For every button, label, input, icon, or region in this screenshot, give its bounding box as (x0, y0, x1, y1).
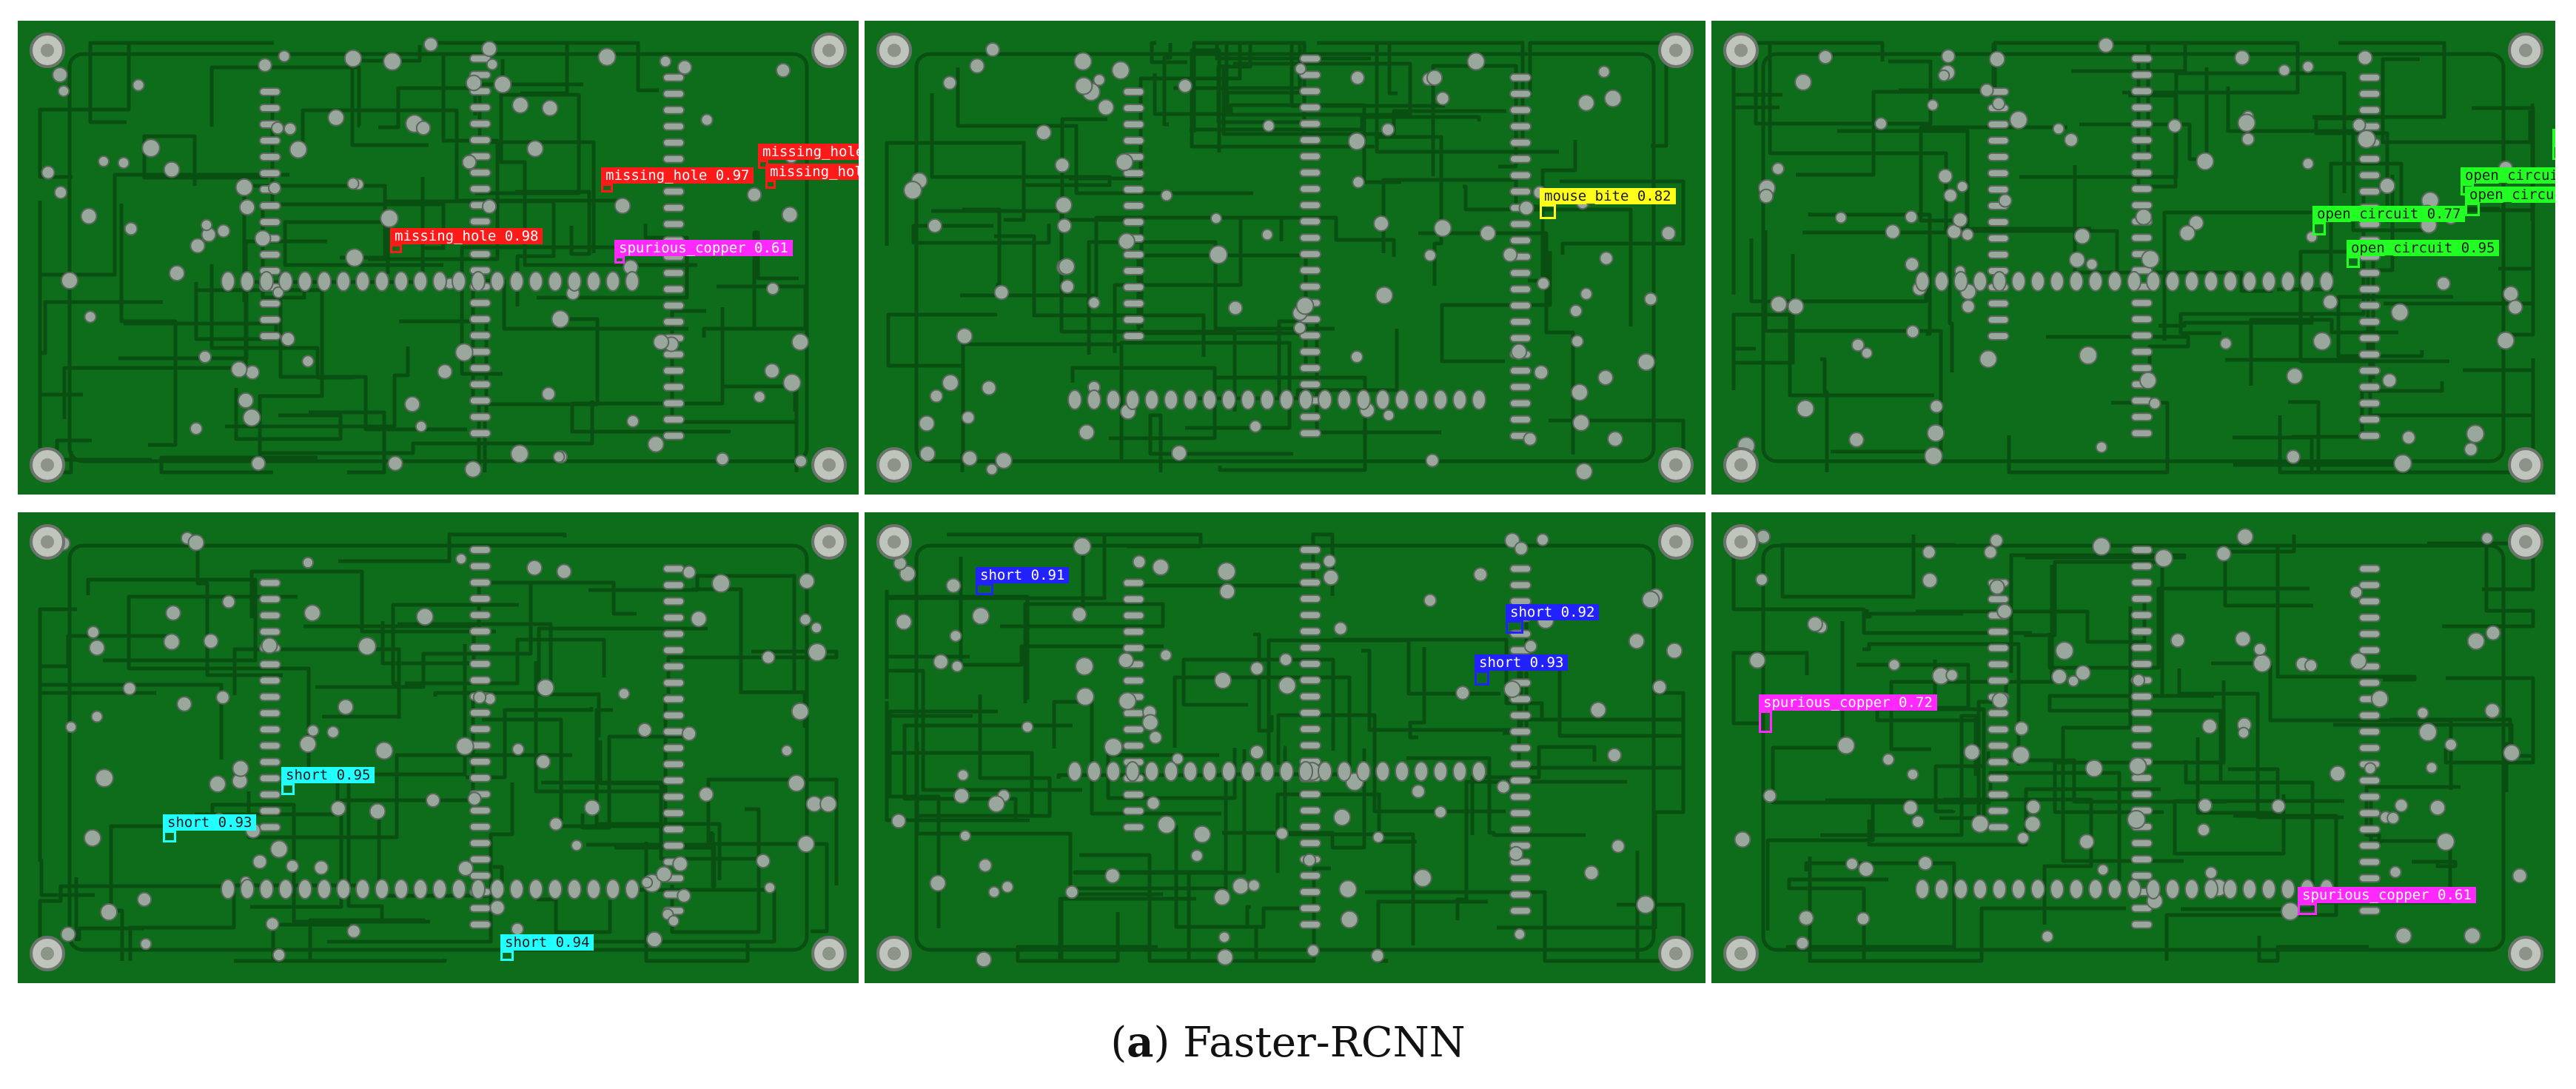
detection-label: short 0.92 (1506, 604, 1600, 620)
detection-missing-hole: missing_hole 0.98 (390, 228, 543, 253)
detection-box (1540, 204, 1556, 219)
mounting-holes (1723, 33, 2543, 483)
solder-pads (890, 532, 1683, 968)
detection-box (500, 951, 514, 961)
detection-short-blue: short 0.92 (1506, 604, 1600, 634)
pcb-panel-5: short 0.91 short 0.92 short 0.93 (865, 512, 1705, 983)
detection-short-blue: short 0.91 (976, 567, 1070, 595)
detection-short-blue: short 0.93 (1475, 654, 1569, 686)
detection-missing-hole: missing_hole 0.97 (601, 167, 754, 192)
pcb-board-art (1711, 21, 2555, 495)
solder-pads (41, 36, 810, 478)
pcb-board-art (18, 512, 859, 983)
detection-box (601, 184, 613, 192)
detection-label: short 0.95 (281, 767, 375, 783)
mounting-holes (30, 33, 847, 483)
mounting-holes (876, 33, 1694, 483)
pcb-panel-2: mouse_bite 0.82 (865, 21, 1705, 495)
pcb-panel-6: spurious_copper 0.72 spurious_copper 0.61 (1711, 512, 2555, 983)
detection-open-circuit: open_circuit 0.95 (2347, 240, 2500, 268)
detection-open-circuit: open_circuit 0.84 (2461, 167, 2555, 195)
detection-box (614, 256, 625, 264)
pcb-panel-3: open_circuit 0.94 open_circuit 0.84 open_c… (1711, 21, 2555, 495)
caption-paren-open: ( (1110, 1019, 1127, 1067)
detection-box (281, 783, 295, 795)
pcb-board-art (1711, 512, 2555, 983)
detection-label: missing_hole 0.95 (765, 164, 859, 180)
detection-label: missing_hole 0.96 (758, 144, 859, 160)
detection-label: missing_hole 0.97 (601, 167, 754, 184)
detection-open-circuit: open_circuit 0.77 (2312, 206, 2466, 235)
detection-label: missing_hole 0.98 (390, 228, 543, 244)
mounting-holes (876, 524, 1694, 971)
caption-letter: a (1127, 1018, 1154, 1067)
detection-label: mouse_bite 0.82 (1540, 188, 1676, 204)
detection-box (976, 583, 993, 595)
detection-short-cyan: short 0.93 (163, 814, 257, 842)
detection-label: short 0.91 (976, 567, 1070, 583)
detection-box (2465, 203, 2480, 216)
detection-spurious-copper: spurious_copper 0.61 (2298, 887, 2476, 915)
copper-traces (885, 532, 1686, 963)
detection-box (390, 244, 402, 253)
detection-label: short 0.93 (1475, 654, 1569, 671)
detection-box (1759, 711, 1772, 733)
pcb-board-art (18, 21, 859, 495)
detection-short-cyan: short 0.94 (500, 934, 594, 961)
detection-open-circuit: open_circuit 0.95 (2465, 187, 2555, 216)
detection-box (2298, 903, 2317, 915)
solder-pads (1737, 37, 2523, 473)
detection-label: short 0.94 (500, 934, 594, 951)
detection-label: open_circuit 0.95 (2465, 187, 2555, 203)
detection-box (1506, 620, 1523, 634)
detection-label: open_circuit 0.94 (2552, 129, 2555, 145)
detection-label: spurious_copper 0.61 (2298, 887, 2476, 903)
detection-open-circuit: open_circuit 0.94 (2552, 129, 2555, 160)
detection-spurious-copper: spurious_copper 0.61 (614, 240, 793, 264)
solder-pads (1734, 528, 2528, 951)
caption-method: Faster-RCNN (1183, 1019, 1466, 1067)
mounting-holes (1723, 524, 2543, 971)
solder-pads (55, 531, 837, 962)
pcb-panel-4: short 0.95 short 0.93 short 0.94 (18, 512, 859, 983)
detection-spurious-copper: spurious_copper 0.72 (1759, 694, 1937, 733)
detection-label: spurious_copper 0.61 (614, 240, 793, 256)
detection-box (1475, 671, 1489, 686)
detection-box (2347, 256, 2360, 268)
detection-box (2312, 222, 2326, 235)
detection-box (765, 180, 776, 189)
detection-box (2552, 145, 2555, 160)
detection-label: open_circuit 0.77 (2312, 206, 2466, 222)
detection-short-cyan: short 0.95 (281, 767, 375, 795)
detection-missing-hole: missing_hole 0.95 (765, 164, 859, 189)
pcb-board-art (865, 21, 1705, 495)
mounting-holes (30, 524, 847, 971)
figure-caption: (a) Faster-RCNN (0, 1018, 2576, 1067)
detection-label: short 0.93 (163, 814, 257, 831)
detection-label: spurious_copper 0.72 (1759, 694, 1937, 711)
caption-paren-close: ) (1153, 1019, 1170, 1067)
solder-pads (903, 37, 1681, 480)
detection-box (163, 831, 176, 842)
detection-mouse-bite: mouse_bite 0.82 (1540, 188, 1676, 219)
detection-label: open_circuit 0.95 (2347, 240, 2500, 256)
detection-label: open_circuit 0.84 (2461, 167, 2555, 184)
detection-missing-hole: missing_hole 0.96 (758, 144, 859, 169)
pcb-board-art (865, 512, 1705, 983)
